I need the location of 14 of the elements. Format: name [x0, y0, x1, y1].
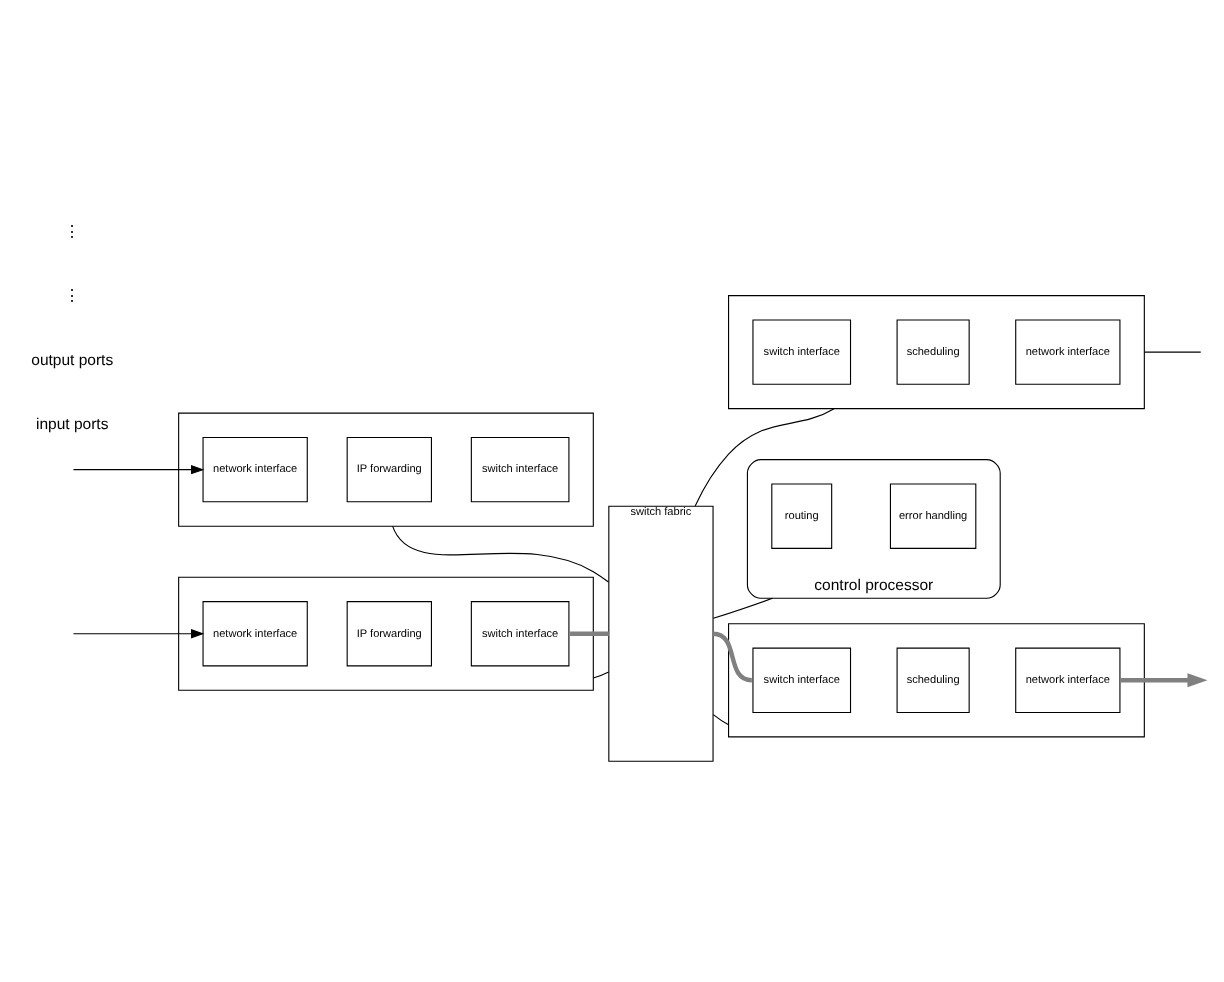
- arrow: [72, 465, 205, 475]
- connector: [570, 631, 609, 636]
- connector: [712, 714, 730, 726]
- cluster: [728, 295, 1145, 410]
- connector: [592, 671, 610, 679]
- arrow: [1119, 673, 1208, 688]
- arrow: [72, 629, 205, 639]
- cluster: [728, 623, 1145, 738]
- connector: [1143, 351, 1202, 353]
- connector: [712, 631, 753, 683]
- connector: [694, 408, 835, 507]
- cluster: [178, 576, 594, 691]
- cluster: [178, 412, 594, 527]
- connector: [392, 525, 610, 583]
